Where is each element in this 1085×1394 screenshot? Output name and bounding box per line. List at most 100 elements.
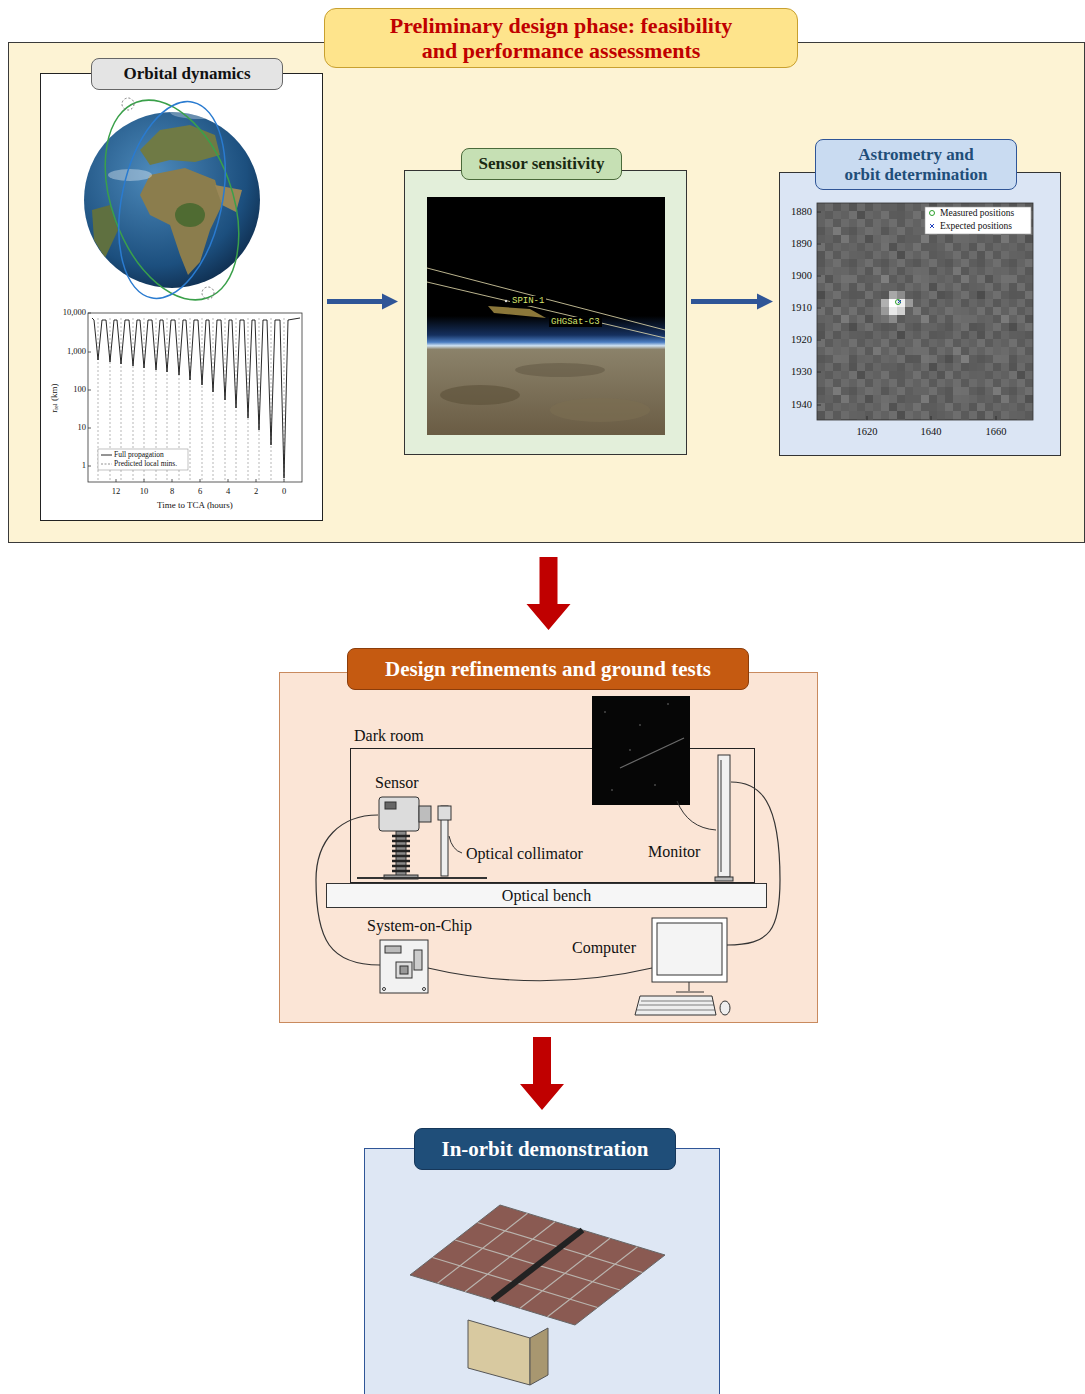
- collimator-drawing: [357, 877, 487, 879]
- astrometry-image: [930, 211, 935, 216]
- soc-board-drawing: [383, 988, 386, 991]
- earth-globe: [140, 125, 220, 165]
- monitor-drawing: [721, 760, 722, 872]
- axis-title: rᵣₑₗ (km): [50, 383, 60, 412]
- leader-line: [449, 836, 462, 853]
- orbit-path: [80, 82, 264, 318]
- astrometry-image: [817, 203, 1033, 420]
- orbit-path: [80, 82, 264, 318]
- computer-drawing: [657, 923, 722, 975]
- axis-tick-label: 1910: [791, 302, 812, 314]
- soc-board-drawing: [414, 950, 422, 970]
- axis-tick-label: 1900: [791, 270, 812, 282]
- earth-globe: [108, 169, 152, 181]
- sensor-simulation-image: [427, 197, 665, 435]
- heading-tab: Sensor sensitivity: [461, 148, 622, 180]
- bench-box: Optical bench: [326, 883, 767, 908]
- astrometry-image: [930, 224, 934, 228]
- legend-text: Expected positions: [940, 221, 1012, 232]
- component-label: Computer: [572, 939, 636, 957]
- star-field-image: [667, 703, 669, 705]
- computer-drawing: [676, 982, 704, 992]
- soc-board-drawing: [385, 946, 401, 953]
- axis-tick-label: 12: [112, 487, 121, 497]
- astrometry-image: [897, 299, 905, 307]
- node-heading: Sensor sensitivity: [479, 154, 605, 174]
- sensor-simulation-image: [505, 300, 507, 302]
- component-label: Sensor: [375, 774, 419, 792]
- bench-label-box: Optical bench: [326, 883, 767, 908]
- earth-globe: [215, 185, 242, 212]
- astrometry-image: [889, 315, 897, 323]
- sensor-drawing: [396, 831, 406, 876]
- component-label: System-on-Chip: [367, 917, 472, 935]
- sensor-simulation-image: [488, 306, 546, 318]
- astrometry-image: [905, 299, 913, 307]
- earth-globe: [92, 205, 118, 258]
- cable: [727, 782, 780, 945]
- astrometry-image: [817, 203, 1033, 420]
- phase-panel: Design refinements and ground testsDark …: [279, 648, 818, 1023]
- star-field-image: [654, 784, 656, 786]
- sensor-simulation-image: [515, 363, 605, 377]
- leader-line: [677, 801, 716, 830]
- range-plot: [88, 313, 302, 482]
- node-heading: Design refinements and ground tests: [385, 657, 711, 681]
- sensor-drawing: [379, 797, 419, 831]
- astrometry-image: [881, 307, 889, 315]
- soc-board-drawing: [380, 940, 428, 993]
- component-label: Optical collimator: [466, 845, 583, 863]
- heading-tab: Preliminary design phase: feasibility an…: [324, 8, 798, 68]
- axis-tick-label: 1620: [857, 426, 878, 438]
- earth-globe: [140, 168, 222, 275]
- flow-arrow: [691, 294, 773, 310]
- flow-arrow: [520, 1037, 564, 1110]
- satellite-label: GHGSat-C3: [549, 317, 602, 327]
- range-plot: [98, 449, 188, 470]
- node-heading: Dark room: [354, 727, 424, 745]
- axis-tick-label: 2: [254, 487, 258, 497]
- monitor-drawing: [715, 755, 733, 881]
- sensor-simulation-image: [440, 385, 520, 405]
- astrometry-image: [817, 212, 996, 420]
- axis-tick-label: 1880: [791, 206, 812, 218]
- orbit-path: [122, 98, 134, 110]
- astrometry-image: [889, 307, 897, 315]
- node-heading: Astrometry and orbit determination: [826, 145, 1006, 184]
- heading-tab: Orbital dynamics: [91, 58, 283, 90]
- astrometry-image: [897, 307, 905, 315]
- axis-tick-label: 6: [198, 487, 202, 497]
- axis-tick-label: 1920: [791, 334, 812, 346]
- star-field-image: [620, 738, 684, 768]
- flow-arrow: [527, 557, 571, 630]
- monitor-drawing: [718, 755, 730, 877]
- axis-tick-label: 1940: [791, 399, 812, 411]
- sensor-drawing: [385, 802, 396, 809]
- soc-board-drawing: [380, 940, 428, 993]
- cable: [428, 968, 652, 981]
- node-heading: In-orbit demonstration: [441, 1137, 648, 1161]
- axis-tick-label: 10: [78, 423, 87, 433]
- satellite-drawing: [410, 1205, 665, 1385]
- star-field-image: [592, 696, 690, 805]
- satellite-drawing: [410, 1205, 665, 1325]
- axis-tick-label: 1660: [986, 426, 1007, 438]
- range-plot: [101, 455, 112, 456]
- axis-tick-label: 4: [226, 487, 230, 497]
- cable: [316, 782, 780, 981]
- sensor-drawing: [419, 806, 431, 822]
- axis-tick-label: 1930: [791, 366, 812, 378]
- star-field-image: [611, 789, 613, 791]
- sensor-simulation-image: [550, 398, 650, 422]
- legend-text: Full propagation: [114, 451, 164, 460]
- astrometry-image: [925, 207, 1031, 234]
- component-label: Monitor: [648, 843, 700, 861]
- monitor-drawing: [715, 877, 733, 881]
- range-plot: [92, 318, 300, 478]
- computer-drawing: [635, 996, 716, 1015]
- soc-board-drawing: [396, 962, 412, 978]
- astrometry-image: [881, 299, 889, 307]
- axis-tick-label: 1,000: [67, 347, 86, 357]
